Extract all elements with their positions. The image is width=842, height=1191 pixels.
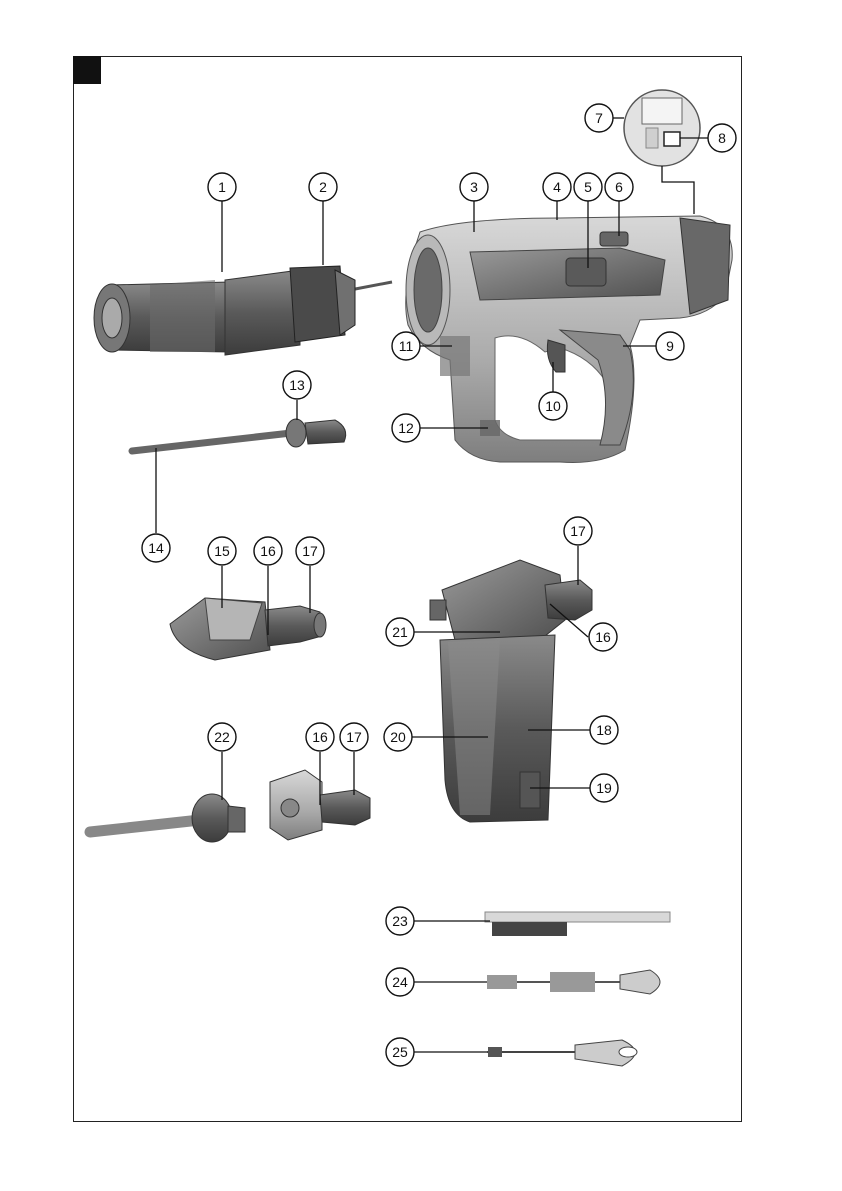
svg-text:20: 20: [390, 729, 406, 745]
callout-9: 9: [656, 332, 684, 360]
svg-text:17: 17: [346, 729, 362, 745]
callout-18: 18: [590, 716, 618, 744]
svg-text:4: 4: [553, 179, 561, 195]
svg-text:16: 16: [260, 543, 276, 559]
callout-17-variant: 17: [340, 723, 368, 751]
svg-text:6: 6: [615, 179, 623, 195]
callout-17-magazine: 17: [564, 517, 592, 545]
callout-17-guide: 17: [296, 537, 324, 565]
flat-brush-drawing: [485, 912, 670, 936]
piston-guide-drawing: [94, 266, 392, 355]
svg-text:12: 12: [398, 420, 414, 436]
callout-14: 14: [142, 534, 170, 562]
callout-16-magazine: 16: [589, 623, 617, 651]
callout-24: 24: [386, 968, 414, 996]
callout-25: 25: [386, 1038, 414, 1066]
svg-text:7: 7: [595, 110, 603, 126]
svg-text:10: 10: [545, 398, 561, 414]
callout-7: 7: [585, 104, 613, 132]
callout-16-variant: 16: [306, 723, 334, 751]
tool-body-drawing: [406, 216, 733, 463]
callout-15: 15: [208, 537, 236, 565]
svg-text:18: 18: [596, 722, 612, 738]
fastener-guide-drawing: [170, 598, 326, 660]
callout-11: 11: [392, 332, 420, 360]
callout-6: 6: [605, 173, 633, 201]
svg-text:8: 8: [718, 130, 726, 146]
round-brush-drawing: [487, 970, 660, 994]
callout-1: 1: [208, 173, 236, 201]
svg-text:15: 15: [214, 543, 230, 559]
svg-text:17: 17: [302, 543, 318, 559]
svg-text:21: 21: [392, 624, 408, 640]
rod-brush-drawing: [487, 1040, 637, 1066]
svg-text:14: 14: [148, 540, 164, 556]
callout-21: 21: [386, 618, 414, 646]
svg-text:16: 16: [595, 629, 611, 645]
piston-variant-drawing: [90, 794, 245, 842]
svg-text:22: 22: [214, 729, 230, 745]
svg-text:3: 3: [470, 179, 478, 195]
callout-12: 12: [392, 414, 420, 442]
svg-text:17: 17: [570, 523, 586, 539]
svg-text:25: 25: [392, 1044, 408, 1060]
callout-3: 3: [460, 173, 488, 201]
svg-text:13: 13: [289, 377, 305, 393]
callout-5: 5: [574, 173, 602, 201]
callout-20: 20: [384, 723, 412, 751]
callout-23: 23: [386, 907, 414, 935]
svg-text:1: 1: [218, 179, 226, 195]
svg-text:11: 11: [399, 338, 414, 354]
callout-19: 19: [590, 774, 618, 802]
svg-text:19: 19: [596, 780, 612, 796]
svg-text:2: 2: [319, 179, 327, 195]
callout-22: 22: [208, 723, 236, 751]
callout-4: 4: [543, 173, 571, 201]
callout-2: 2: [309, 173, 337, 201]
callout-10: 10: [539, 392, 567, 420]
svg-text:16: 16: [312, 729, 328, 745]
piston-drawing: [132, 419, 346, 451]
svg-text:5: 5: [584, 179, 592, 195]
callout-16-guide: 16: [254, 537, 282, 565]
callout-13: 13: [283, 371, 311, 399]
svg-text:9: 9: [666, 338, 674, 354]
svg-text:24: 24: [392, 974, 408, 990]
svg-text:23: 23: [392, 913, 408, 929]
callout-8: 8: [708, 124, 736, 152]
display-detail-drawing: [624, 90, 700, 166]
magazine-drawing: [430, 560, 592, 822]
